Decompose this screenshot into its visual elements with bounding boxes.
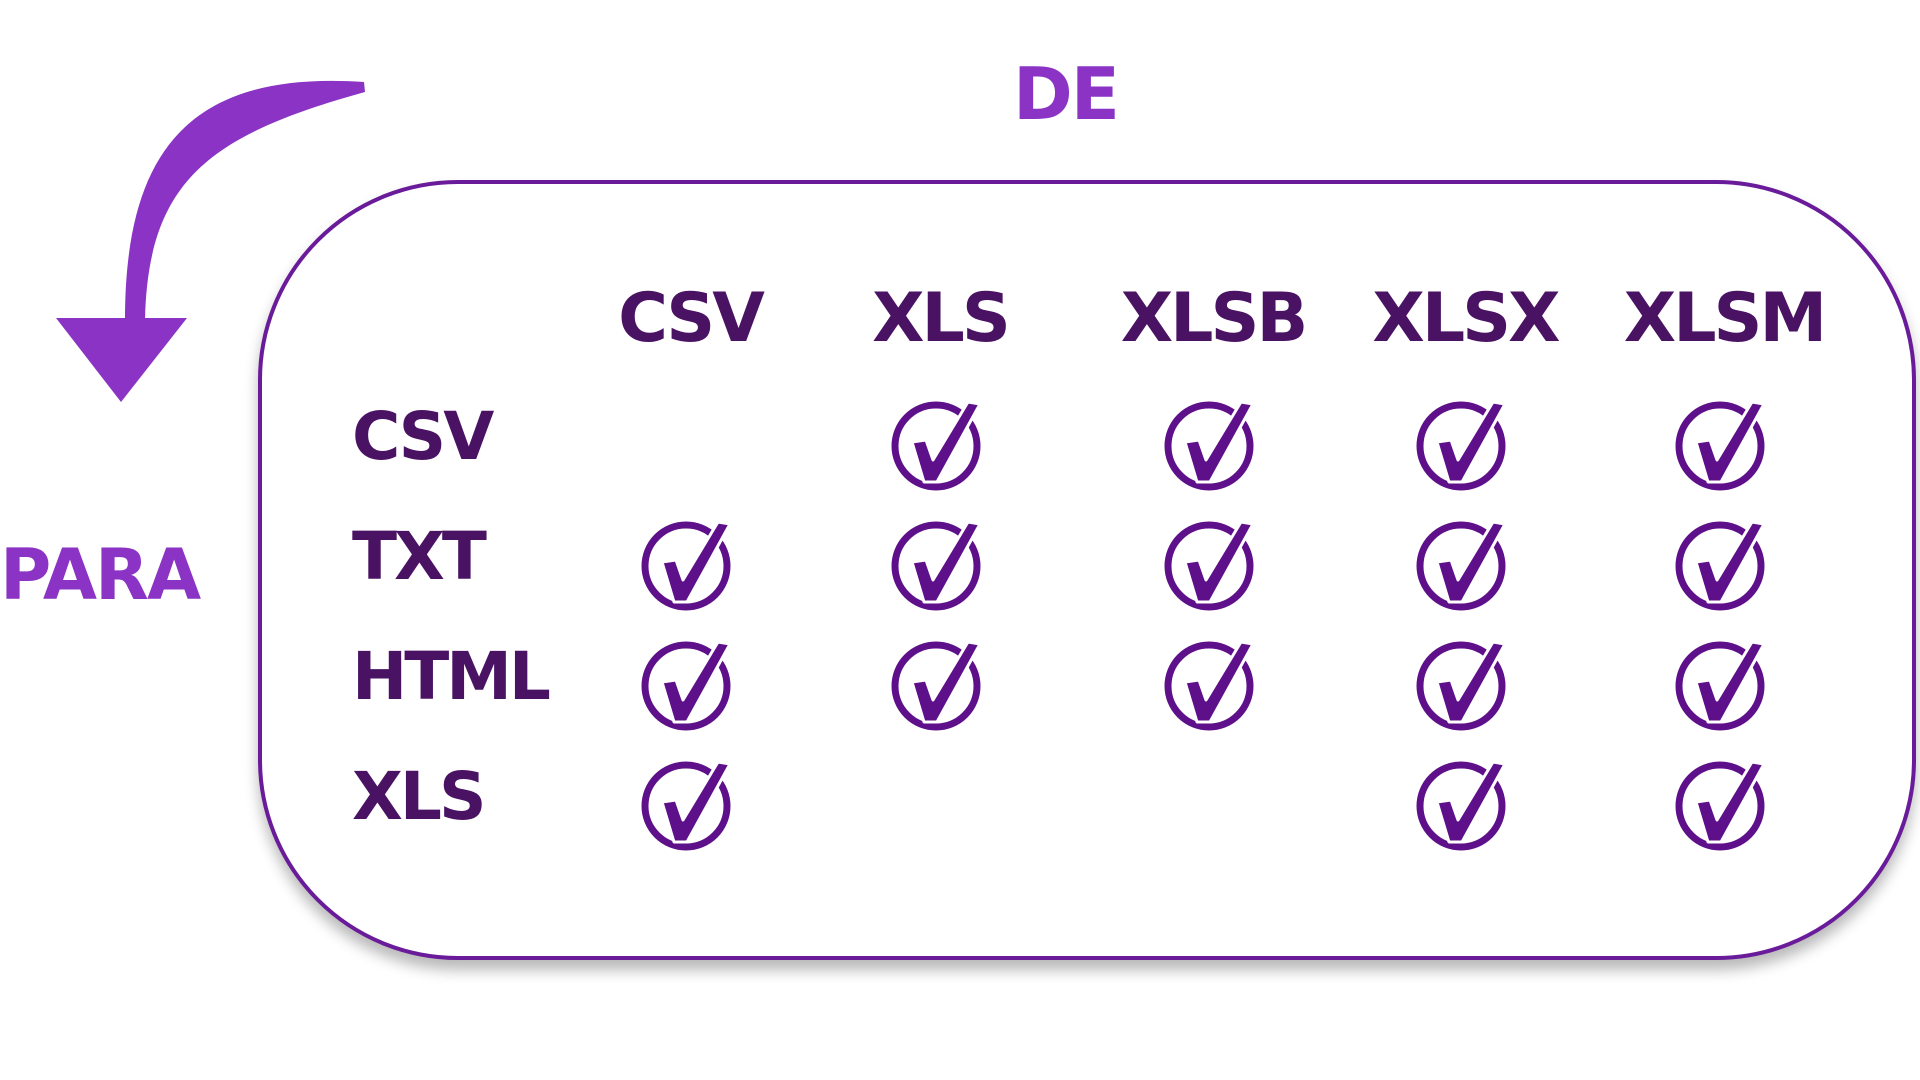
row-header-csv: CSV	[352, 398, 494, 475]
column-header-xlsm: XLSM	[1623, 279, 1827, 358]
check-circle-icon	[1164, 400, 1255, 491]
check-circle-icon	[1675, 400, 1766, 491]
row-header-html: HTML	[352, 638, 551, 715]
check-circle-icon	[1416, 520, 1507, 611]
check-circle-icon	[1416, 640, 1507, 731]
check-circle-icon	[1675, 520, 1766, 611]
check-circle-icon	[641, 760, 732, 851]
check-circle-icon	[1416, 760, 1507, 851]
check-circle-icon	[1675, 640, 1766, 731]
column-header-xlsb: XLSB	[1120, 279, 1309, 358]
row-header-txt: TXT	[352, 518, 487, 595]
check-circle-icon	[891, 520, 982, 611]
check-circle-icon	[891, 400, 982, 491]
check-circle-icon	[1164, 640, 1255, 731]
to-label: PARA	[0, 534, 201, 616]
column-header-xls: XLS	[872, 279, 1011, 358]
check-circle-icon	[1416, 400, 1507, 491]
check-circle-icon	[641, 520, 732, 611]
check-circle-icon	[1675, 760, 1766, 851]
check-circle-icon	[891, 640, 982, 731]
row-header-xls: XLS	[352, 758, 486, 835]
curved-arrow-down-icon	[56, 80, 365, 402]
column-header-xlsx: XLSX	[1372, 279, 1560, 358]
check-circle-icon	[641, 640, 732, 731]
conversion-panel	[258, 180, 1916, 960]
check-circle-icon	[1164, 520, 1255, 611]
column-header-csv: CSV	[618, 279, 765, 358]
from-label: DE	[1013, 52, 1120, 136]
